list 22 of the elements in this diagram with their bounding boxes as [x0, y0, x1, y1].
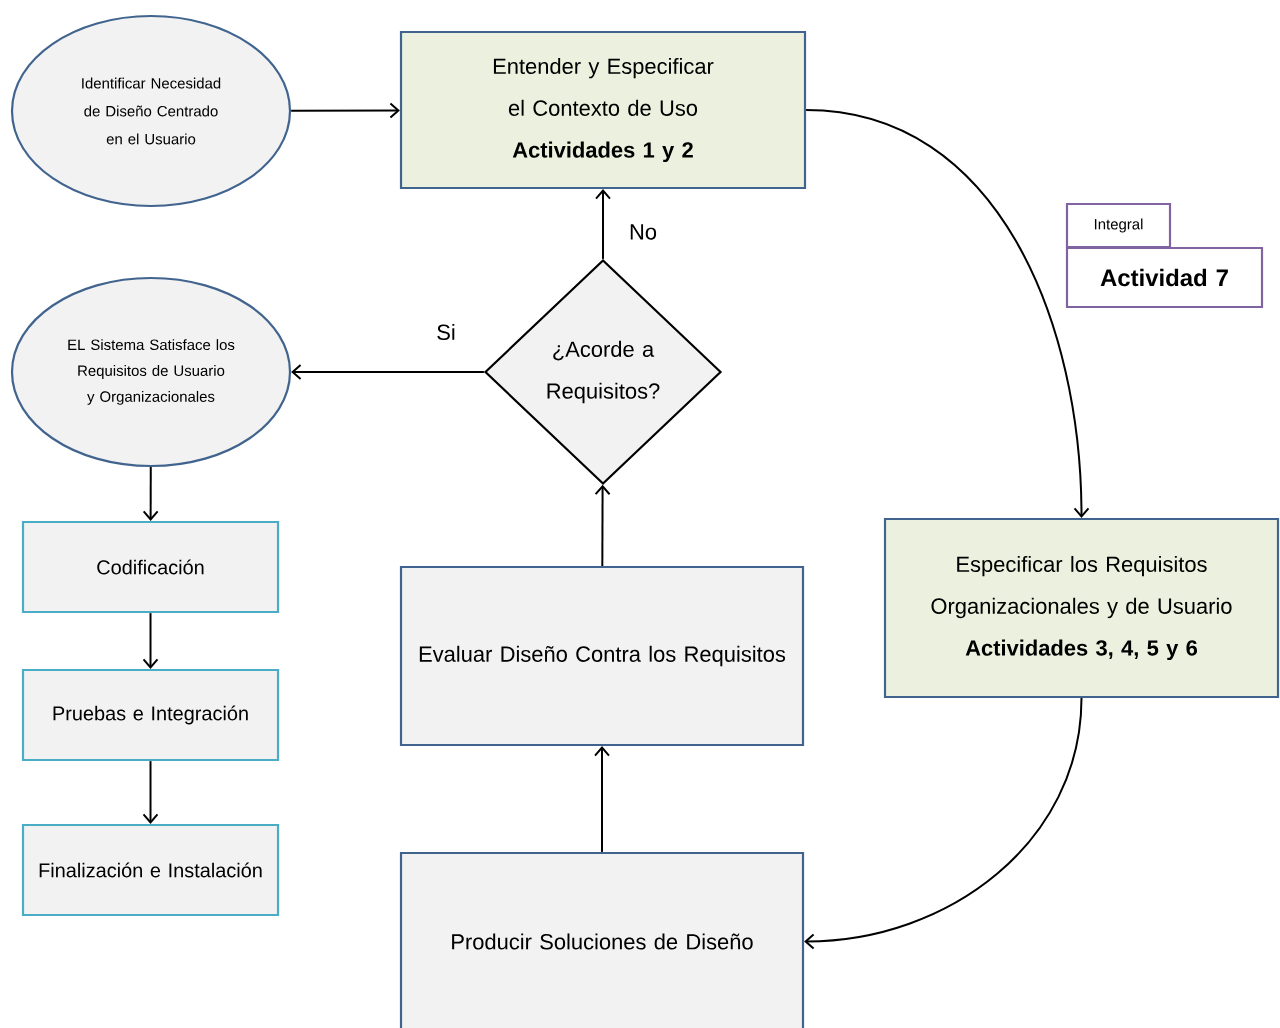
arrow — [595, 189, 611, 260]
arrow — [594, 746, 610, 853]
oval: Identificar Necesidad de Diseño Centrado en el Usuario — [10, 14, 292, 208]
process-box: Producir Soluciones de Diseño — [399, 851, 805, 1028]
process-box: Entender y Especificar el Contexto de Uso Actividades 1 y 2 — [399, 30, 807, 190]
process-box: Evaluar Diseño Contra los Requisitos — [399, 565, 805, 747]
process-box: Especificar los Requisitos Organizacionales y de Usuario Actividades 3, 4, 5 y 6 — [883, 517, 1280, 699]
arrow — [804, 697, 1083, 950]
process-box: Pruebas e Integración — [21, 668, 280, 762]
process-box: Finalización e Instalación — [21, 823, 280, 917]
oval: EL Sistema Satisface los Requisitos de Usuario y Organizacionales — [10, 276, 292, 468]
arrow — [142, 466, 159, 521]
arrow — [142, 760, 159, 824]
edge-label: Si — [434, 321, 458, 343]
arrow — [291, 364, 485, 380]
arrow — [142, 612, 159, 669]
arrow — [290, 102, 400, 119]
arrow — [805, 109, 1090, 518]
arrow — [594, 484, 611, 567]
edge-label: No — [627, 222, 659, 242]
tab-label: Integral — [1065, 202, 1172, 249]
process-box: Codificación — [21, 520, 280, 614]
